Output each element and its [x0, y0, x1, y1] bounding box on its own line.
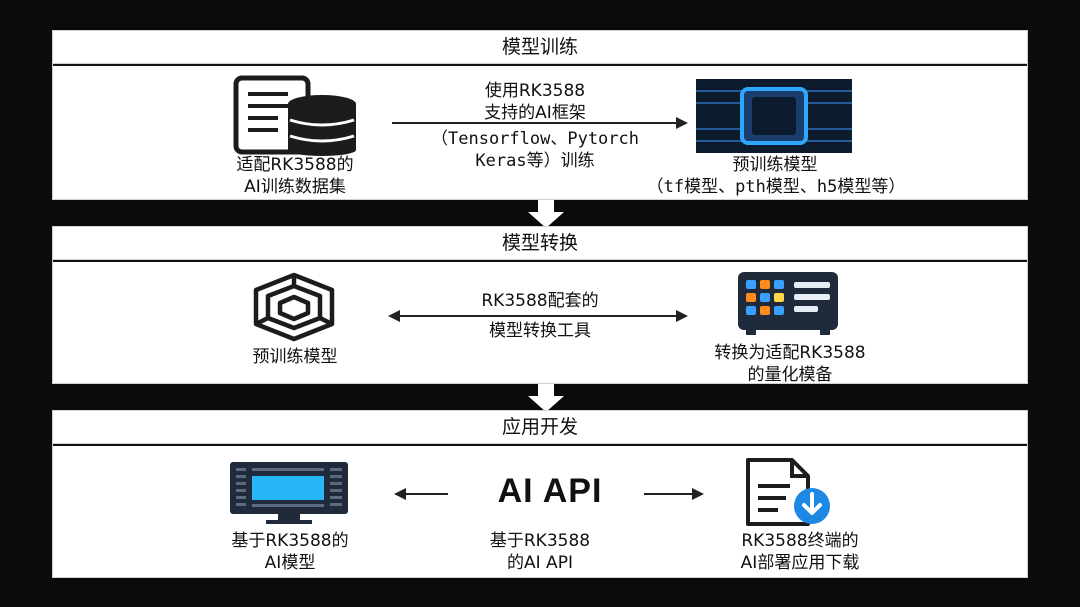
arrow-head-right-icon: [676, 310, 688, 322]
monitor-icon: [230, 462, 348, 524]
deploy-download-label: RK3588终端的 AI部署应用下载: [740, 531, 860, 573]
section-title: 应用开发: [501, 416, 578, 438]
training-arrow-text-top: 使用RK3588 支持的AI框架: [484, 81, 586, 123]
section-header-app-dev: 应用开发: [52, 410, 1028, 444]
pretrained-label: 预训练模型: [732, 155, 818, 175]
dataset-label: 适配RK3588的 AI训练数据集: [236, 155, 354, 197]
section-header-training: 模型训练: [52, 30, 1028, 64]
pretrained-model-label: 预训练模型: [252, 347, 338, 367]
section-header-conversion: 模型转换: [52, 226, 1028, 260]
arrow-head-left-icon: [388, 310, 400, 322]
dataset-icon: [233, 75, 356, 156]
section-panel-training: [52, 64, 1028, 200]
conversion-arrow: [396, 315, 680, 317]
section-panel-conversion: [52, 260, 1028, 384]
section-panel-app-dev: [52, 444, 1028, 578]
arrow-head-right-icon: [676, 117, 688, 129]
api-arrow-left: [402, 493, 448, 495]
conversion-tool-text-bottom: 模型转换工具: [489, 321, 591, 341]
conversion-tool-text-top: RK3588配套的: [481, 291, 599, 311]
down-arrow-icon: [528, 200, 564, 228]
ai-api-label: 基于RK3588 的AI API: [489, 531, 591, 573]
document-download-icon: [746, 458, 830, 526]
ai-api-title: AI API: [497, 472, 603, 510]
section-title: 模型训练: [501, 36, 578, 58]
arrow-head-left-icon: [394, 488, 406, 500]
api-arrow-right: [644, 493, 696, 495]
chip-icon: [696, 79, 852, 153]
training-arrow-text-bottom: （Tensorflow、Pytorch Keras等）训练: [431, 129, 639, 171]
ai-model-label: 基于RK3588的 AI模型: [231, 531, 349, 573]
section-title: 模型转换: [501, 232, 578, 254]
quantized-device-icon: [738, 272, 838, 335]
training-arrow: [392, 122, 682, 124]
pretrained-formats: （tf模型、pth模型、h5模型等）: [646, 177, 906, 197]
arrow-head-right-icon: [692, 488, 704, 500]
model-hexagon-icon: [253, 272, 335, 342]
down-arrow-icon: [528, 384, 564, 412]
quantized-model-label: 转换为适配RK3588 的量化模备: [714, 343, 866, 385]
